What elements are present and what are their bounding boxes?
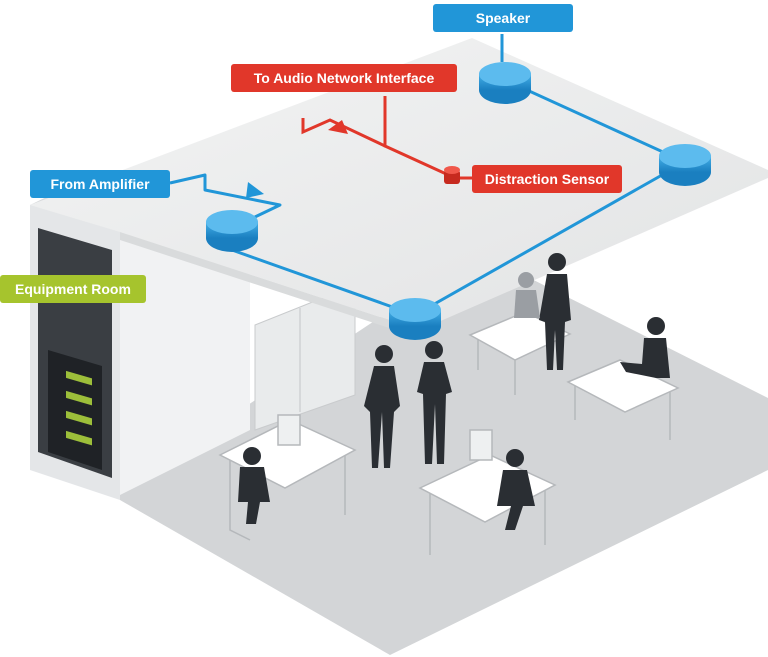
- room-front-wall: [120, 232, 250, 495]
- ceiling-speaker-icon: [206, 210, 258, 252]
- ceiling-speaker-icon: [659, 144, 711, 186]
- distraction-sensor-label: Distraction Sensor: [472, 165, 622, 193]
- signal-arrow: [328, 120, 348, 134]
- ceiling-plane: [30, 38, 768, 330]
- equipment-room-label: Equipment Room: [0, 275, 146, 303]
- ceiling-speaker-icon: [389, 298, 441, 340]
- equipment-rack-icon: [38, 228, 112, 478]
- distraction-sensor-icon: [444, 166, 460, 184]
- sensor-signal-line: [301, 102, 456, 180]
- audio-network-interface-label: To Audio Network Interface: [231, 64, 457, 92]
- people-silhouettes: [238, 253, 670, 530]
- amplifier-label: From Amplifier: [30, 170, 170, 198]
- ceiling-speaker-icon: [479, 62, 531, 104]
- amplifier-arrow: [246, 182, 264, 198]
- speaker-label: Speaker: [433, 4, 573, 32]
